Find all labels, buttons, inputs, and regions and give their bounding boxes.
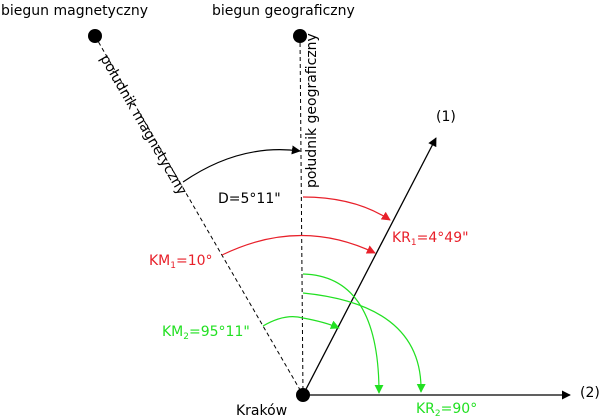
magnetic-pole-dot: [88, 29, 102, 43]
geographic-pole-label: biegun geograficzny: [212, 3, 355, 19]
km2-inner-arc: [262, 316, 340, 329]
direction-1-ray: [302, 137, 437, 396]
magnetic-meridian-line: [94, 35, 304, 396]
declination-arc: [182, 145, 301, 183]
geographic-meridian-line: [299, 35, 304, 396]
magnetic-meridian-label: południk magnetyczny: [97, 52, 190, 198]
kr1-arc: [302, 196, 391, 221]
city-dot: [296, 388, 310, 402]
declination-label: D=5°11": [218, 191, 281, 207]
km1-arc: [221, 234, 376, 256]
kr2-label: KR2=90°: [416, 401, 477, 417]
km2-outer-arc: [302, 292, 426, 393]
kr2-arc: [302, 273, 384, 394]
km1-label: KM1=10°: [149, 253, 213, 271]
geographic-pole-dot: [293, 29, 307, 43]
magnetic-pole-label: biegun magnetyczny: [1, 3, 148, 19]
city-label: Kraków: [236, 403, 287, 417]
km2-label: KM2=95°11": [162, 324, 250, 342]
kr1-label: KR1=4°49": [392, 230, 469, 248]
direction-1-label: (1): [436, 109, 456, 125]
geographic-meridian-label: południk geograficzny: [304, 33, 320, 188]
direction-2-label: (2): [580, 385, 600, 401]
